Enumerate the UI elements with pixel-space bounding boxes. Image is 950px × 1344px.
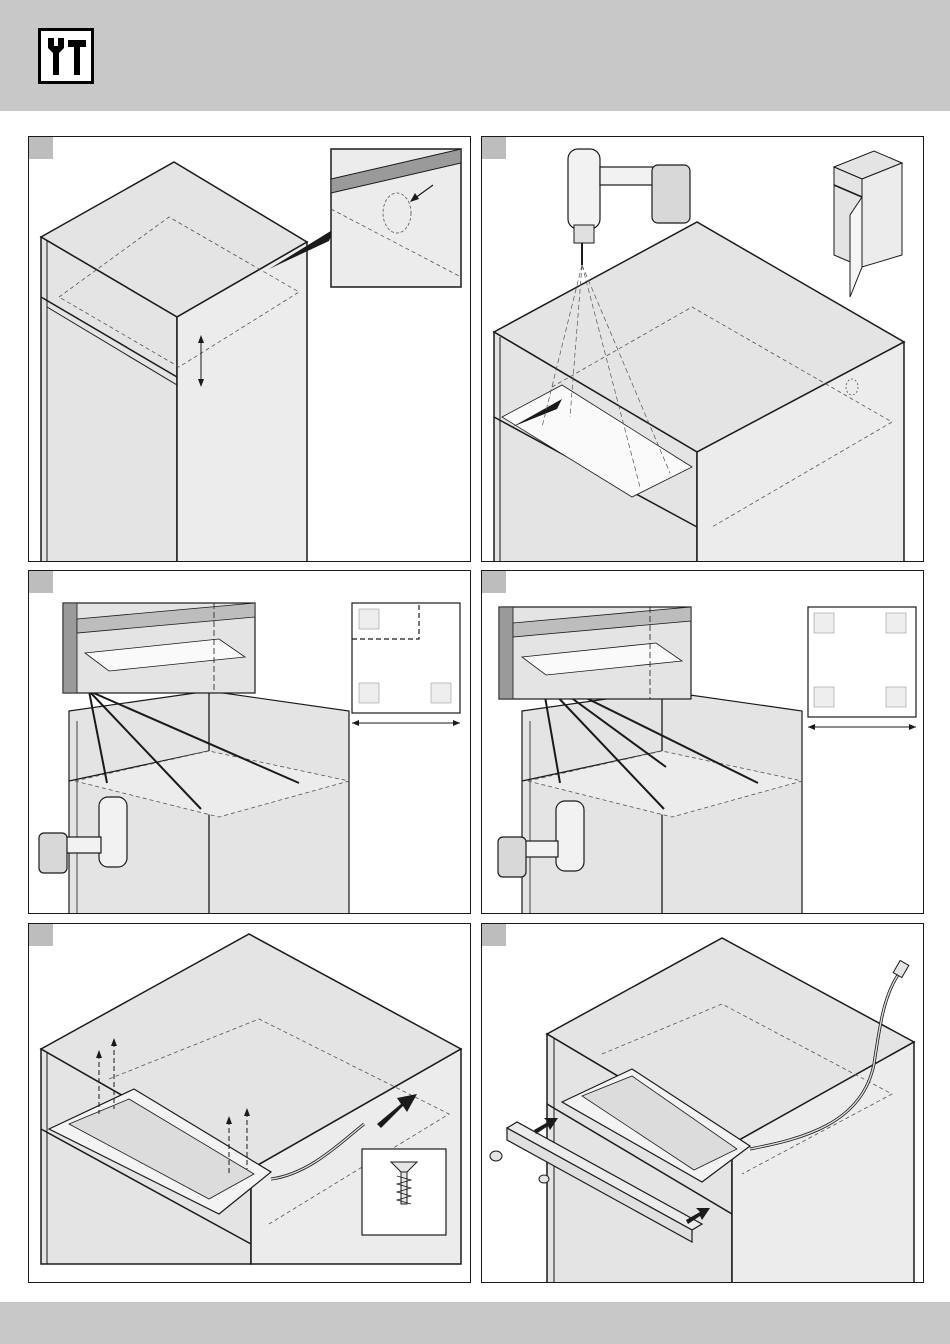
step-1-panel [28, 136, 471, 562]
step-3-panel [28, 570, 471, 914]
step-5-illustration [29, 924, 471, 1283]
step-4-panel [481, 570, 924, 914]
step-4-illustration [482, 571, 924, 914]
step-6-illustration [482, 924, 924, 1283]
header-band [0, 0, 950, 111]
footer-band [0, 1302, 950, 1344]
step-6-panel [481, 923, 924, 1283]
step-2-illustration [482, 137, 924, 562]
step-5-panel [28, 923, 471, 1283]
step-1-illustration [29, 137, 471, 562]
tools-icon [38, 28, 94, 84]
step-3-illustration [29, 571, 471, 914]
step-2-panel [481, 136, 924, 562]
cabinet-thumbnail [834, 151, 902, 297]
